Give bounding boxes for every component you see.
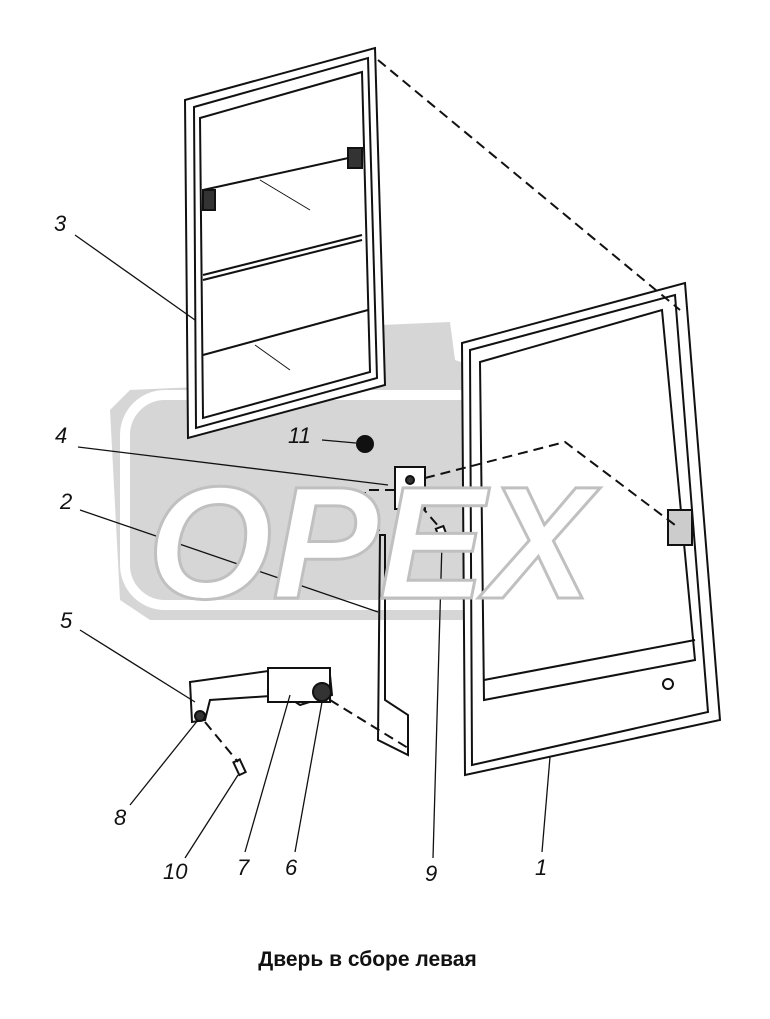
callout-10: 10 — [163, 859, 188, 884]
part-9 — [434, 524, 450, 544]
part-2 — [376, 534, 409, 757]
part-11 — [356, 435, 374, 453]
callout-2: 2 — [60, 489, 73, 514]
callout-1: 1 — [535, 855, 548, 880]
lock-parts — [188, 435, 450, 777]
leader-lines — [74, 234, 551, 859]
callout-3: 3 — [54, 211, 67, 236]
part-6 — [312, 682, 332, 702]
diagram-caption: Дверь в сборе левая — [258, 948, 477, 971]
window-frame-part-3 — [183, 46, 387, 440]
callout-5: 5 — [60, 608, 73, 633]
callout-7: 7 — [237, 855, 250, 880]
callout-6: 6 — [285, 855, 298, 880]
callout-11: 11 — [288, 423, 311, 448]
callout-8: 8 — [114, 805, 127, 830]
door-panel-part-1 — [460, 281, 722, 777]
watermark-text: OPEX — [148, 453, 601, 632]
part-8 — [194, 710, 206, 722]
callout-4: 4 — [55, 423, 68, 448]
assembly-lines — [204, 59, 681, 763]
part-10 — [232, 758, 248, 777]
callout-9: 9 — [425, 861, 438, 886]
